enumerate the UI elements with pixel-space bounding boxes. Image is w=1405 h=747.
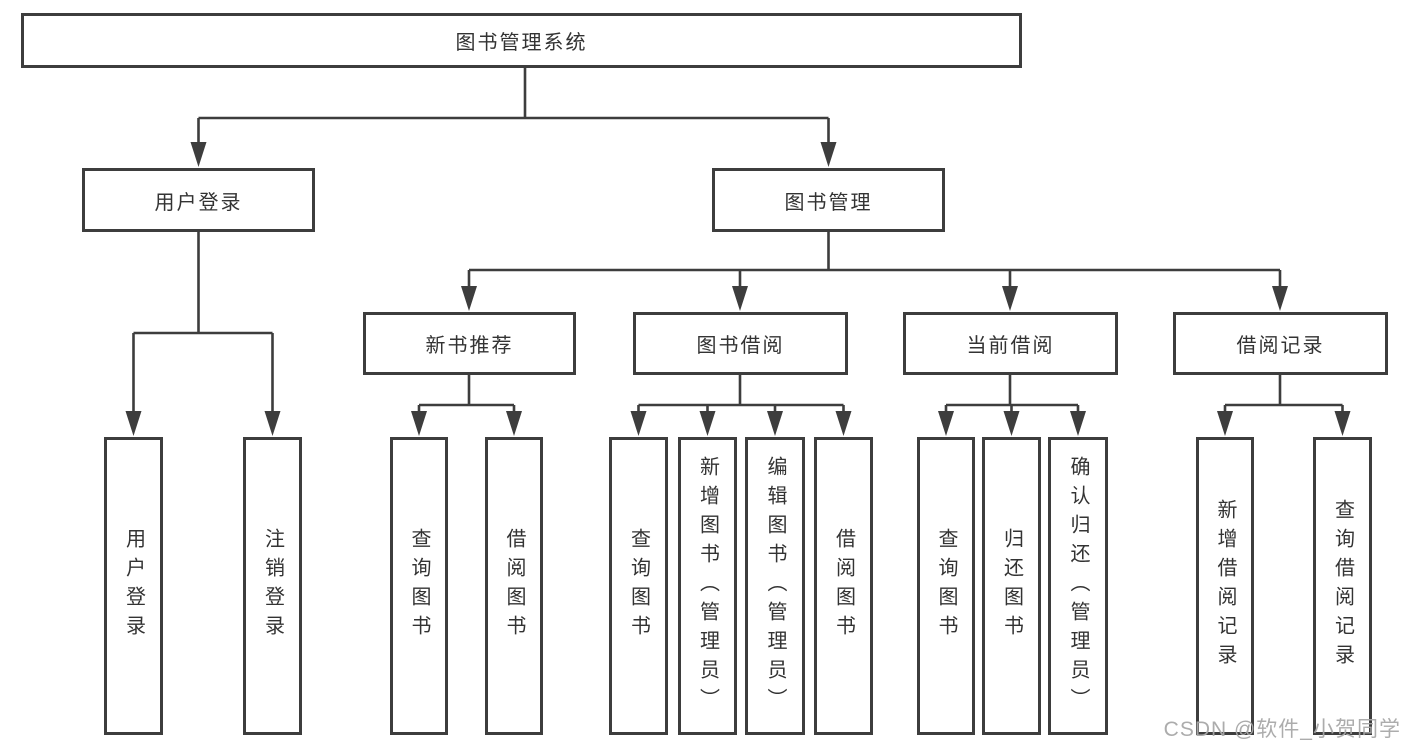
leaf-logout-label: 注销登录: [261, 528, 284, 644]
leaf-add-book-admin: 新增图书（管理员）: [678, 437, 737, 735]
leaf-return-book: 归还图书: [982, 437, 1041, 735]
csdn-watermark: CSDN @软件_小贺同学: [1163, 718, 1401, 741]
leaf-query-books-current: 查询图书: [917, 437, 975, 735]
leaf-borrow-books-recommend: 借阅图书: [485, 437, 543, 735]
node-new-book-recommend-label: 新书推荐: [425, 335, 514, 357]
leaf-borrow-books: 借阅图书: [814, 437, 873, 735]
leaf-confirm-return-admin: 确认归还（管理员）: [1048, 437, 1108, 735]
node-current-borrow: 当前借阅: [903, 312, 1118, 375]
leaf-return-book-label: 归还图书: [1000, 528, 1023, 644]
node-root: 图书管理系统: [21, 13, 1022, 68]
leaf-query-books-recommend: 查询图书: [390, 437, 448, 735]
leaf-query-books-borrow-label: 查询图书: [627, 528, 650, 644]
leaf-edit-book-admin: 编辑图书（管理员）: [745, 437, 805, 735]
leaf-user-login: 用户登录: [104, 437, 163, 735]
leaf-query-borrow-record: 查询借阅记录: [1313, 437, 1372, 735]
leaf-add-borrow-record: 新增借阅记录: [1196, 437, 1254, 735]
node-user-login: 用户登录: [82, 168, 315, 232]
node-current-borrow-label: 当前借阅: [966, 335, 1055, 357]
leaf-query-books-borrow: 查询图书: [609, 437, 668, 735]
leaf-query-books-current-label: 查询图书: [935, 528, 957, 644]
node-borrow-records: 借阅记录: [1173, 312, 1388, 375]
leaf-user-login-label: 用户登录: [122, 528, 145, 644]
node-book-borrow-label: 图书借阅: [696, 335, 785, 357]
leaf-add-book-admin-label: 新增图书（管理员）: [696, 455, 719, 717]
leaf-query-borrow-record-label: 查询借阅记录: [1331, 499, 1354, 673]
node-borrow-records-label: 借阅记录: [1236, 335, 1325, 357]
leaf-logout: 注销登录: [243, 437, 302, 735]
node-book-borrow: 图书借阅: [633, 312, 848, 375]
leaf-confirm-return-admin-label: 确认归还（管理员）: [1067, 455, 1089, 717]
node-root-label: 图书管理系统: [455, 32, 588, 54]
leaf-borrow-books-recommend-label: 借阅图书: [503, 528, 525, 644]
leaf-add-borrow-record-label: 新增借阅记录: [1214, 499, 1236, 673]
node-user-login-label: 用户登录: [154, 191, 243, 214]
leaf-edit-book-admin-label: 编辑图书（管理员）: [764, 455, 786, 717]
leaf-borrow-books-label: 借阅图书: [832, 528, 855, 644]
node-book-management-label: 图书管理: [784, 191, 873, 214]
node-book-management: 图书管理: [712, 168, 945, 232]
leaf-query-books-recommend-label: 查询图书: [408, 528, 430, 644]
node-new-book-recommend: 新书推荐: [363, 312, 576, 375]
